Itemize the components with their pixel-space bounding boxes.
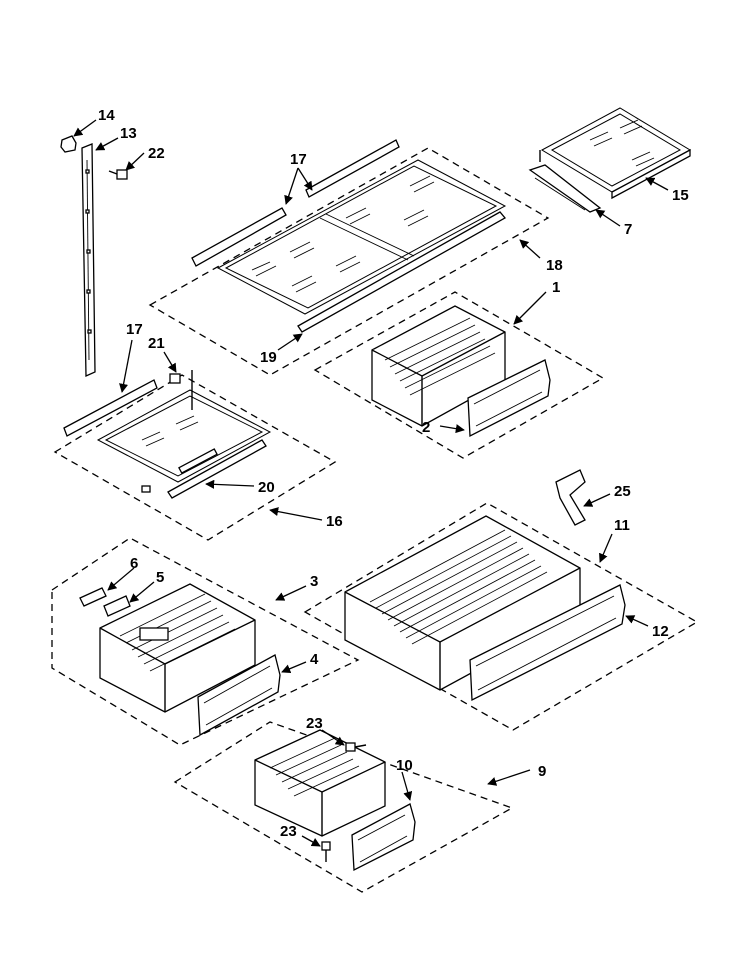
callout-11: 11 (614, 517, 630, 534)
left-drawer-group (51, 537, 360, 746)
callout-20: 20 (258, 479, 275, 496)
callout-21: 21 (148, 335, 165, 352)
callout-9: 9 (538, 763, 546, 780)
small-glass-shelf (539, 107, 692, 200)
callout-1: 1 (552, 279, 560, 296)
callout-4: 4 (310, 651, 319, 668)
drawer-bracket-25 (555, 469, 586, 526)
callout-labels: 14 13 22 17 15 7 18 1 19 17 21 2 20 16 2… (98, 107, 689, 840)
callout-16: 16 (326, 513, 343, 530)
upper-shelf-assembly-group (148, 139, 550, 376)
rail-screw (108, 169, 128, 180)
large-drawer-group (303, 502, 699, 731)
callout-14: 14 (98, 107, 115, 124)
callout-15: 15 (672, 187, 689, 204)
middle-shelf-group (53, 370, 337, 541)
label-6 (79, 587, 107, 607)
callout-19: 19 (260, 349, 277, 366)
shelf-support-21 (169, 373, 181, 384)
callout-22: 22 (148, 145, 165, 162)
callout-5: 5 (156, 569, 164, 586)
control-5 (103, 595, 131, 617)
shelf-rail (81, 143, 96, 377)
callout-6: 6 (130, 555, 138, 572)
upper-drawer-group (313, 291, 605, 459)
shelf-bracket (528, 164, 602, 213)
callout-3: 3 (310, 573, 318, 590)
bottom-drawer-group (173, 721, 514, 893)
callout-23-bottom: 23 (280, 823, 297, 840)
callout-10: 10 (396, 757, 413, 774)
callout-17-top: 17 (290, 151, 307, 168)
screw-23-top (345, 742, 367, 752)
callout-13: 13 (120, 125, 137, 142)
screw-23-bottom (321, 841, 331, 862)
callout-18: 18 (546, 257, 563, 274)
callout-12: 12 (652, 623, 669, 640)
callout-25: 25 (614, 483, 631, 500)
leader-lines (73, 119, 669, 847)
rail-end-cap (60, 135, 77, 153)
callout-7: 7 (624, 221, 632, 238)
callout-23-top: 23 (306, 715, 323, 732)
callout-2: 2 (422, 419, 430, 436)
callout-17-left: 17 (126, 321, 143, 338)
